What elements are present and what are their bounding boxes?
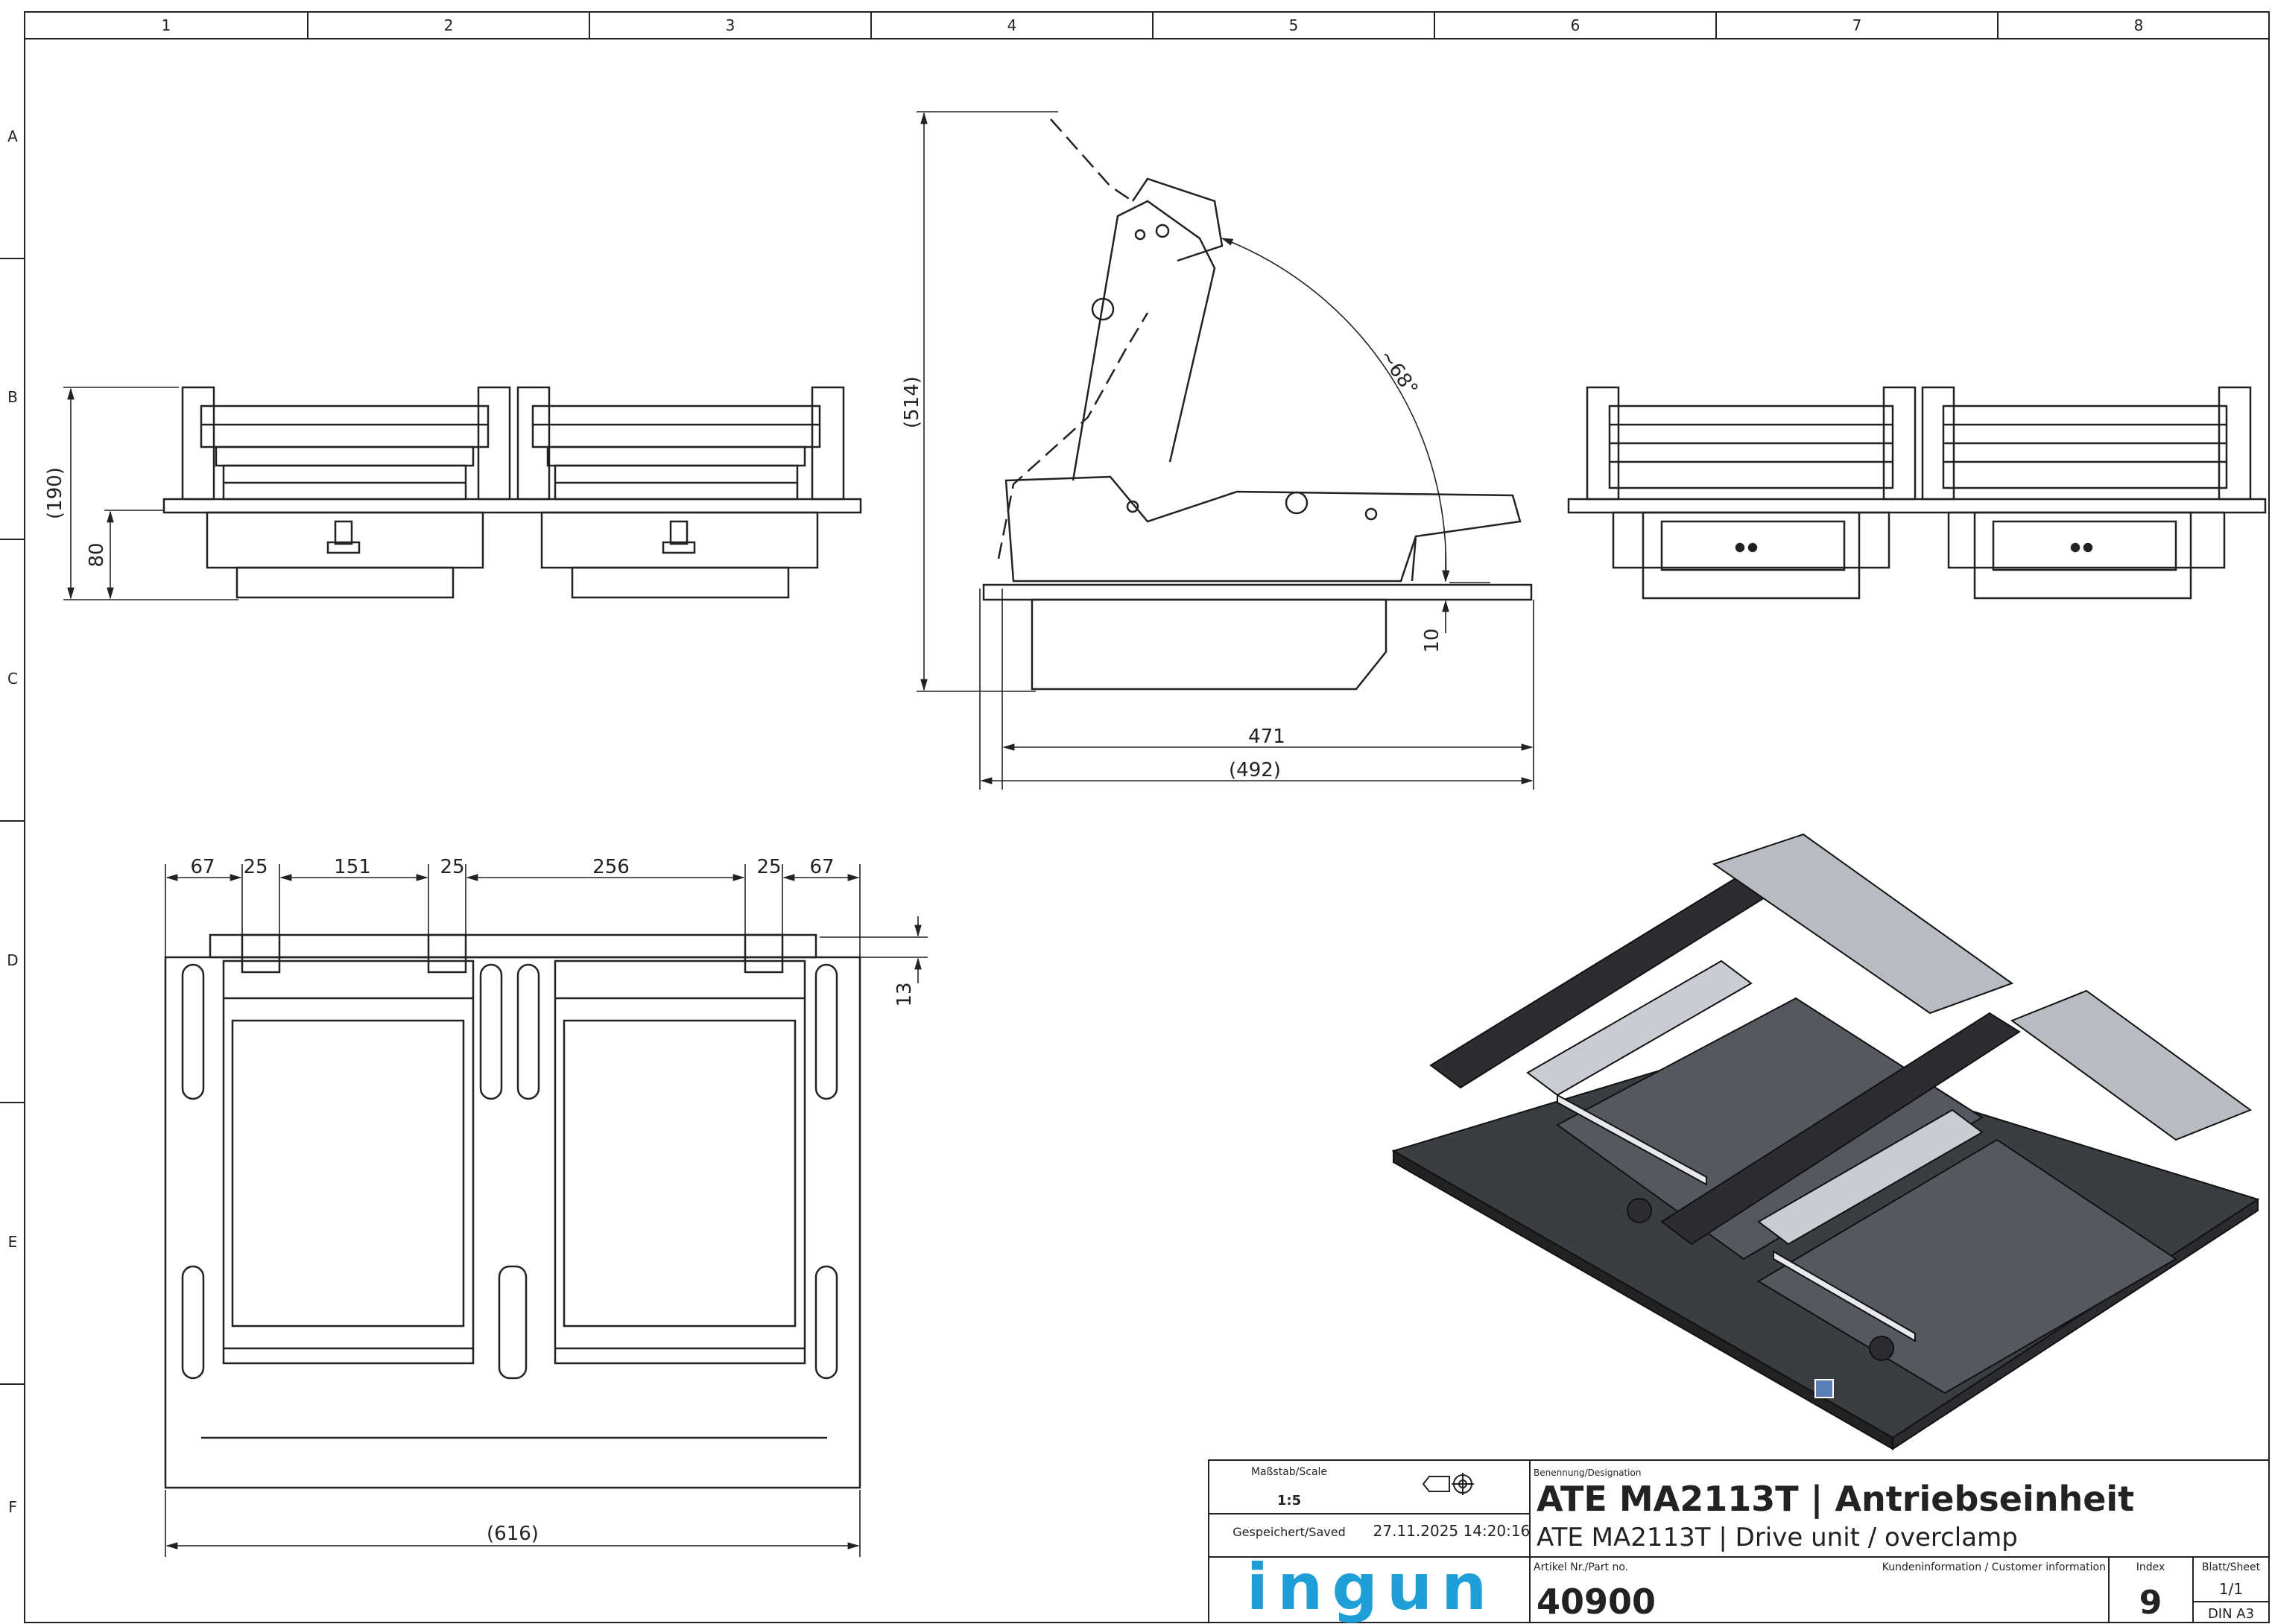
part-no-label: Artikel Nr./Part no.	[1534, 1561, 1628, 1573]
format-value: DIN A3	[2208, 1606, 2254, 1622]
dim-front-190: (190)	[44, 467, 66, 519]
scale-value: 1:5	[1277, 1493, 1301, 1509]
dim-top-25-b: 25	[440, 856, 464, 878]
dim-top-13: 13	[893, 982, 916, 1006]
customer-info-label: Kundeninformation / Customer information	[1882, 1561, 2106, 1573]
zone-col-8: 8	[2134, 16, 2144, 34]
zone-column-labels: 1 2 3 4 5 6 7 8	[162, 16, 2144, 34]
zone-row-d: D	[7, 951, 18, 969]
saved-value: 27.11.2025 14:20:16	[1373, 1522, 1531, 1540]
title-german: ATE MA2113T | Antriebseinheit	[1537, 1479, 2134, 1520]
zone-row-b: B	[7, 388, 18, 406]
top-dimension-labels: 67 25 151 25 256 25 67 13 (616)	[190, 856, 916, 1545]
dim-top-25-a: 25	[243, 856, 268, 878]
title-block-text: Maßstab/Scale 1:5 Gespeichert/Saved 27.1…	[1232, 1466, 2260, 1624]
rear-view	[1567, 386, 2267, 600]
dim-side-angle: ~68°	[1375, 346, 1423, 400]
side-view	[982, 118, 1533, 691]
sheet-label: Blatt/Sheet	[2202, 1561, 2261, 1573]
side-dimension-labels: (514) 471 (492) 10 ~68°	[901, 346, 1443, 781]
ingun-logo: ingun	[1247, 1550, 1496, 1624]
front-dimension-labels: (190) 80	[44, 467, 108, 568]
zone-row-a: A	[7, 127, 18, 145]
designation-label: Benennung/Designation	[1534, 1468, 1641, 1478]
dim-top-67-right: 67	[809, 856, 834, 878]
zone-col-3: 3	[726, 16, 735, 34]
projection-symbol-icon	[1422, 1473, 1474, 1495]
saved-label: Gespeichert/Saved	[1232, 1525, 1345, 1539]
isometric-view	[1391, 833, 2260, 1450]
dim-top-25-c: 25	[756, 856, 781, 878]
index-value: 9	[2139, 1584, 2162, 1622]
dim-side-10: 10	[1421, 628, 1443, 653]
zone-row-e: E	[8, 1233, 18, 1251]
zone-row-c: C	[7, 670, 18, 688]
top-dimensions	[165, 864, 928, 1557]
side-dimensions	[917, 111, 1534, 790]
top-view	[164, 933, 861, 1489]
dim-side-514: (514)	[901, 376, 923, 428]
front-dimensions	[63, 387, 238, 600]
dim-side-492: (492)	[1229, 759, 1281, 781]
dim-top-256: 256	[592, 856, 630, 878]
dim-top-67-left: 67	[190, 856, 215, 878]
index-label: Index	[2136, 1561, 2165, 1573]
zone-row-f: F	[8, 1498, 17, 1516]
dim-top-151: 151	[334, 856, 371, 878]
dim-top-616: (616)	[487, 1523, 539, 1545]
title-english: ATE MA2113T | Drive unit / overclamp	[1537, 1523, 2018, 1552]
zone-col-5: 5	[1289, 16, 1299, 34]
zone-frame	[0, 11, 2270, 1623]
zone-col-1: 1	[162, 16, 171, 34]
zone-col-6: 6	[1571, 16, 1580, 34]
dim-front-80: 80	[86, 542, 108, 567]
zone-col-2: 2	[444, 16, 454, 34]
title-block	[1208, 1459, 2270, 1623]
zone-col-7: 7	[1852, 16, 1862, 34]
zone-col-4: 4	[1007, 16, 1017, 34]
dim-side-471: 471	[1248, 726, 1285, 748]
part-no-value: 40900	[1537, 1582, 1656, 1622]
scale-label: Maßstab/Scale	[1251, 1466, 1327, 1478]
sheet-value: 1/1	[2219, 1580, 2243, 1598]
front-view	[162, 386, 862, 599]
zone-row-labels: A B C D E F	[7, 127, 18, 1516]
